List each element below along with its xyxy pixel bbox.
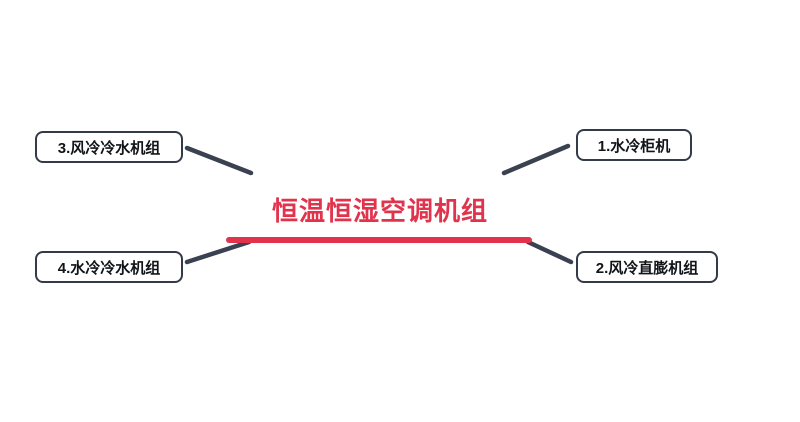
connector-line-node3: [184, 145, 254, 176]
central-topic-underline: [226, 237, 532, 243]
connector-line-node1: [501, 143, 571, 176]
connector-line-node2: [525, 239, 574, 265]
node-water-cooled-cabinet-unit[interactable]: 1.水冷柜机: [576, 129, 692, 161]
node-label: 1.水冷柜机: [597, 137, 671, 155]
node-label: 4.水冷冷水机组: [57, 259, 161, 277]
node-label: 2.风冷直膨机组: [595, 259, 699, 277]
node-label: 3.风冷冷水机组: [57, 139, 161, 157]
node-water-cooled-chilled-water-unit[interactable]: 4.水冷冷水机组: [35, 251, 183, 283]
central-topic[interactable]: 恒温恒湿空调机组: [271, 196, 488, 226]
node-air-cooled-direct-expansion-unit[interactable]: 2.风冷直膨机组: [576, 251, 718, 283]
connector-line-node4: [184, 239, 252, 265]
node-air-cooled-chilled-water-unit[interactable]: 3.风冷冷水机组: [35, 131, 183, 163]
